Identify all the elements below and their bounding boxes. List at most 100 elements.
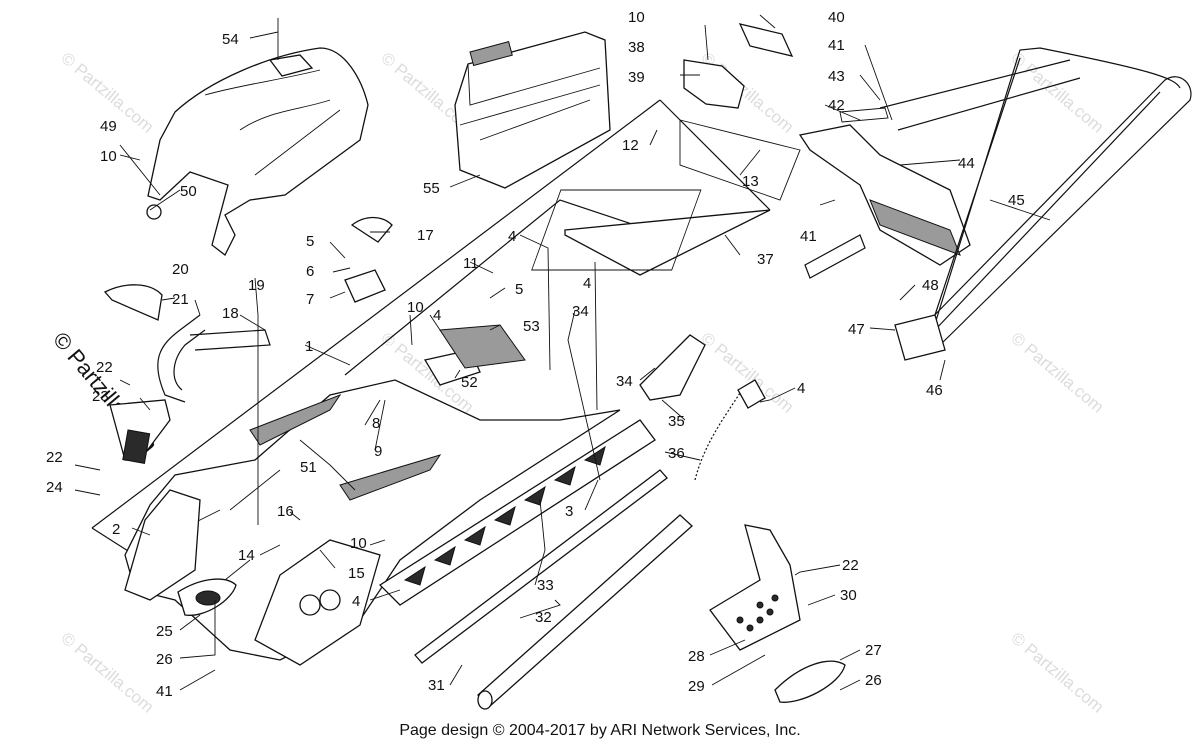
callout: 30 <box>840 587 857 604</box>
block-40 <box>738 23 794 57</box>
rail-cutouts <box>403 445 606 586</box>
tunnel-deck <box>564 209 771 276</box>
callout: 31 <box>428 677 445 694</box>
running-board-holes <box>736 594 779 632</box>
mat-53 <box>439 324 526 369</box>
mount-47 <box>894 314 946 361</box>
callout: 32 <box>535 609 552 626</box>
chain-36 <box>694 384 746 481</box>
callout: 1 <box>305 338 313 355</box>
storage-bag <box>454 31 611 189</box>
callout: 17 <box>417 227 434 244</box>
callout: 36 <box>668 445 685 462</box>
callout: 44 <box>958 155 975 172</box>
callout: 42 <box>828 97 845 114</box>
callout: 3 <box>565 503 573 520</box>
callout: 22 <box>96 359 113 376</box>
callout: 10 <box>628 9 645 26</box>
callout: 21 <box>172 291 189 308</box>
callout: 40 <box>828 9 845 26</box>
callout: 53 <box>523 318 540 335</box>
callout: 29 <box>688 678 705 695</box>
callout: 4 <box>433 307 441 324</box>
callout: 22 <box>842 557 859 574</box>
callout: 4 <box>797 380 805 397</box>
callout: 41 <box>828 37 845 54</box>
watermark: © Partzilla.com <box>1007 49 1107 137</box>
callout: 49 <box>100 118 117 135</box>
watermark: © Partzilla.com <box>1007 329 1107 417</box>
leader-lines <box>74 14 1051 691</box>
cover-17 <box>350 216 393 243</box>
callout: 34 <box>572 303 589 320</box>
callout: 38 <box>628 39 645 56</box>
callout: 16 <box>277 503 294 520</box>
callout: 20 <box>172 261 189 278</box>
callout: 26 <box>865 672 882 689</box>
frame-left <box>124 379 621 661</box>
gusset-35 <box>639 334 706 401</box>
callout: 28 <box>688 648 705 665</box>
shield-20 <box>103 284 163 321</box>
callout: 35 <box>668 413 685 430</box>
step-plate-27 <box>774 660 846 703</box>
callout: 23 <box>92 388 109 405</box>
callout: 5 <box>515 281 523 298</box>
callout: 50 <box>180 183 197 200</box>
callout: 25 <box>156 623 173 640</box>
callout: 9 <box>374 443 382 460</box>
callout-numbers: 54 10 49 50 55 10 38 39 40 41 43 42 12 1… <box>46 9 1025 700</box>
callout: 4 <box>352 593 360 610</box>
footer-credit: Page design © 2004-2017 by ARI Network S… <box>399 722 801 739</box>
callout: 15 <box>348 565 365 582</box>
callout: 4 <box>583 275 591 292</box>
callout: 12 <box>622 137 639 154</box>
rod-32 <box>477 514 693 707</box>
callout: 10 <box>407 299 424 316</box>
callout: 2 <box>112 521 120 538</box>
callout: 34 <box>616 373 633 390</box>
callout: 5 <box>306 233 314 250</box>
callout: 19 <box>248 277 265 294</box>
callout: 14 <box>238 547 255 564</box>
callout: 51 <box>300 459 317 476</box>
callout: 18 <box>222 305 239 322</box>
callout: 37 <box>757 251 774 268</box>
side-bracket <box>124 489 201 601</box>
callout: 13 <box>742 173 759 190</box>
callout: 41 <box>800 228 817 245</box>
rear-bumper <box>919 47 1192 346</box>
callout: 45 <box>1008 192 1025 209</box>
callout: 54 <box>222 31 239 48</box>
callout: 6 <box>306 263 314 280</box>
callout: 22 <box>46 449 63 466</box>
watermark: © Partzilla.com <box>1007 629 1107 717</box>
callout: 24 <box>46 479 63 496</box>
seat-tab <box>268 54 314 77</box>
callout: 47 <box>848 321 865 338</box>
running-board-28 <box>709 524 801 651</box>
callout: 43 <box>828 68 845 85</box>
callout: 55 <box>423 180 440 197</box>
rail-33 <box>414 469 668 664</box>
callout: 7 <box>306 291 314 308</box>
watermark: © Partzilla.com <box>57 629 157 717</box>
bracket-38 <box>683 59 745 109</box>
callout: 27 <box>865 642 882 659</box>
callout: 33 <box>537 577 554 594</box>
rear-seat-cover <box>147 47 369 256</box>
strap-18 <box>189 329 271 351</box>
callout: 10 <box>100 148 117 165</box>
tube-21 <box>157 314 206 403</box>
callout: 11 <box>463 255 479 272</box>
callout: 41 <box>156 683 173 700</box>
callout: 48 <box>922 277 939 294</box>
callout: 4 <box>508 228 516 245</box>
callout: 10 <box>350 535 367 552</box>
tunnel-outline <box>91 99 771 566</box>
callout: 8 <box>372 415 380 432</box>
bracket-7 <box>344 269 386 303</box>
part-drawings <box>91 23 1192 710</box>
callout: 26 <box>156 651 173 668</box>
